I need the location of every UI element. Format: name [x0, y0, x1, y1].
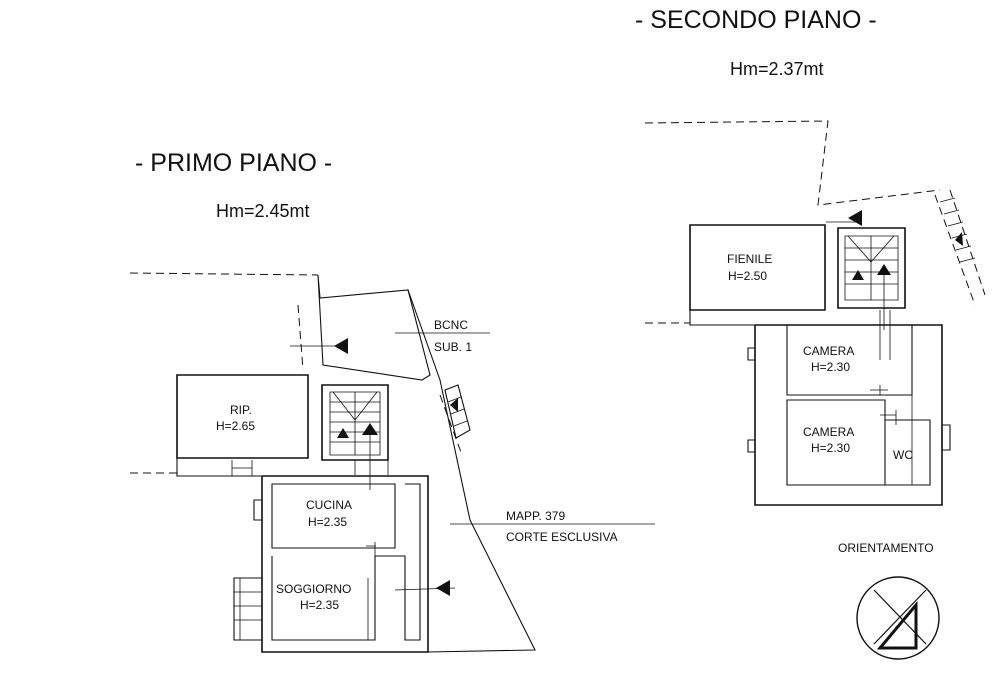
window-camera-2: [747, 439, 756, 453]
soggiorno-steps: [233, 577, 263, 641]
internal-doors-second: [870, 385, 897, 425]
stair-rail: [354, 435, 389, 490]
bcnc-label: BCNC: [434, 318, 468, 332]
outside-stair-steps: [939, 197, 976, 263]
first-floor-height: Hm=2.45mt: [216, 201, 310, 221]
room-name-wc: WC: [893, 448, 913, 462]
property-boundary-line: [644, 120, 941, 206]
orientation-label: ORIENTAMENTO: [838, 541, 934, 555]
bcnc-entrance-arrow: [334, 338, 348, 354]
window-camera-1: [747, 347, 756, 361]
stair-enclosure-second: [837, 227, 906, 309]
room-name-soggiorno: SOGGIORNO: [276, 582, 351, 596]
rip-room-walls: [176, 374, 309, 459]
room-name-fienile: FIENILE: [727, 252, 772, 266]
window-wc: [941, 424, 951, 451]
compass-circle: [856, 576, 940, 660]
court-sub-label: CORTE ESCLUSIVA: [506, 530, 618, 544]
room-name-camera-2: CAMERA: [803, 425, 854, 439]
soggiorno-step-lines: [234, 578, 262, 640]
stair-down-arrow-second: [852, 270, 864, 280]
bcnc-area-outline: [317, 274, 431, 381]
room-height-rip: H=2.65: [216, 419, 255, 433]
stair-landing: [332, 391, 378, 421]
stair-up-arrow-second: [877, 264, 891, 275]
room-name-rip: RIP.: [230, 403, 252, 417]
second-floor-plan: FIENILE H=2.50 CAMERA H=2.30 CAMERA H=2.…: [644, 120, 986, 506]
stair-steps-second: [844, 235, 899, 301]
room-height-cucina: H=2.35: [308, 515, 347, 529]
room-height-fienile: H=2.50: [728, 269, 767, 283]
fienile-base: [689, 310, 790, 326]
orientation-compass: ORIENTAMENTO: [838, 541, 940, 660]
second-floor-height: Hm=2.37mt: [730, 59, 824, 79]
soggiorno-entrance-arrow: [436, 580, 450, 596]
room-name-camera-1: CAMERA: [803, 344, 854, 358]
court-outline: [407, 289, 536, 653]
stair-rail-second: [879, 275, 891, 360]
room-height-camera-1: H=2.30: [811, 360, 850, 374]
court-stair-outline: [439, 394, 463, 456]
fienile-walls: [689, 224, 826, 311]
north-arrow-icon: [876, 600, 918, 650]
bcnc-sub-label: SUB. 1: [434, 340, 472, 354]
rip-room-base: [176, 458, 320, 477]
room-name-cucina: CUCINA: [306, 498, 352, 512]
compass-cross: [873, 589, 927, 645]
room-height-camera-2: H=2.30: [811, 441, 850, 455]
property-boundary-line: [297, 304, 304, 371]
first-floor-title: - PRIMO PIANO -: [135, 149, 332, 177]
stair-down-arrow: [337, 428, 349, 438]
wc-walls: [885, 419, 931, 486]
rip-door: [231, 460, 253, 476]
internal-door: [366, 542, 376, 556]
stair-landing-second: [847, 235, 895, 263]
soggiorno-walls: [271, 483, 421, 641]
stair-up-arrow: [362, 423, 378, 435]
first-floor-plan: RIP. H=2.65 CUCINA H=2.35 SOGGIORNO H=2.…: [129, 272, 655, 653]
court-entrance-arrow: [450, 398, 458, 412]
cucina-walls: [271, 483, 396, 549]
court-outside-steps: [444, 384, 471, 439]
window-cucina: [253, 499, 263, 521]
property-boundary-line: [129, 272, 319, 276]
second-floor-entrance-arrow: [848, 210, 862, 226]
second-floor-title: - SECONDO PIANO -: [635, 6, 877, 34]
outside-stair-outline: [934, 189, 986, 306]
outside-stair-arrow: [955, 232, 963, 246]
court-label: MAPP. 379: [506, 509, 565, 523]
room-height-soggiorno: H=2.35: [300, 598, 339, 612]
stair-steps: [329, 391, 381, 456]
